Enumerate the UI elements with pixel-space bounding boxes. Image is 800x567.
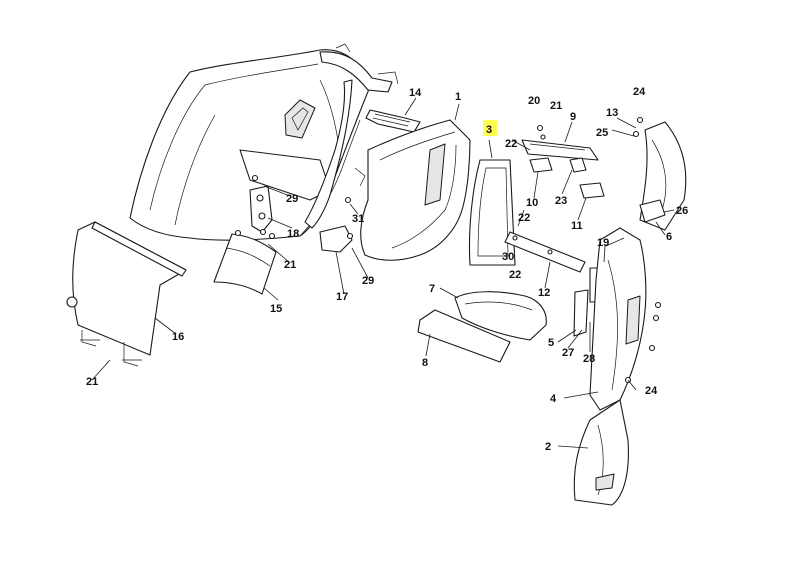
callout-18: 18 bbox=[287, 228, 299, 240]
callout-15: 15 bbox=[270, 303, 282, 315]
callout-21-b: 21 bbox=[284, 259, 296, 271]
callout-28: 28 bbox=[583, 353, 595, 365]
callout-26: 26 bbox=[676, 205, 688, 217]
part-3-inner-frame bbox=[468, 159, 516, 266]
callout-31: 31 bbox=[352, 213, 364, 225]
part-1-pillar-trim bbox=[360, 119, 471, 261]
callout-25: 25 bbox=[596, 127, 608, 139]
callout-21-c: 21 bbox=[86, 376, 98, 388]
part-4-right-pillar-panel bbox=[589, 227, 662, 411]
callout-9: 9 bbox=[570, 111, 576, 123]
callout-4: 4 bbox=[550, 393, 557, 405]
part-17-bracket bbox=[319, 196, 354, 253]
leader-lines bbox=[91, 97, 675, 449]
part-7-pad bbox=[454, 291, 547, 341]
callout-17: 17 bbox=[336, 291, 348, 303]
callout-11: 11 bbox=[571, 220, 583, 232]
callout-20: 20 bbox=[528, 95, 540, 107]
callout-6: 6 bbox=[666, 231, 672, 243]
callout-5: 5 bbox=[548, 337, 554, 349]
callout-22-c: 22 bbox=[518, 212, 530, 224]
callout-24-a: 24 bbox=[633, 86, 646, 98]
callout-1: 1 bbox=[455, 91, 461, 103]
part-16-lower-board bbox=[66, 221, 187, 367]
part-8-flat-panel bbox=[417, 309, 511, 363]
callout-22-a: 22 bbox=[505, 138, 517, 150]
callout-16: 16 bbox=[172, 331, 184, 343]
callout-19: 19 bbox=[597, 237, 609, 249]
part-2-lower-pillar-panel bbox=[573, 399, 629, 506]
callout-3: 3 bbox=[486, 124, 492, 136]
callout-3-highlight bbox=[483, 120, 497, 136]
callout-29-b: 29 bbox=[362, 275, 374, 287]
part-6-upper-mechanism bbox=[632, 116, 687, 231]
callout-22-d: 22 bbox=[509, 269, 521, 281]
callout-labels: 1 2 3 4 5 6 7 8 9 10 11 12 13 14 15 16 1… bbox=[86, 86, 688, 453]
callout-27: 27 bbox=[562, 347, 574, 359]
callout-14: 14 bbox=[409, 87, 422, 99]
callout-2: 2 bbox=[545, 441, 551, 453]
callout-29-a: 29 bbox=[286, 193, 298, 205]
callout-10: 10 bbox=[526, 197, 538, 209]
part-5-bracket bbox=[573, 289, 589, 337]
callout-8: 8 bbox=[422, 357, 428, 369]
callout-13: 13 bbox=[606, 107, 618, 119]
callout-24-b: 24 bbox=[645, 385, 658, 397]
callout-30: 30 bbox=[502, 251, 514, 263]
part-14-top-grille bbox=[365, 109, 421, 133]
callout-21-a: 21 bbox=[550, 100, 562, 112]
callout-12: 12 bbox=[538, 287, 550, 299]
part-15-curved-cover bbox=[213, 228, 277, 295]
part-12-bar bbox=[504, 231, 586, 273]
edge-seal-strip bbox=[304, 43, 399, 229]
hinge-bracket-group bbox=[521, 124, 605, 199]
part-18-bracket bbox=[249, 174, 276, 240]
rear-side-trim-panel bbox=[129, 49, 373, 241]
callout-23: 23 bbox=[555, 195, 567, 207]
callout-7: 7 bbox=[429, 283, 435, 295]
